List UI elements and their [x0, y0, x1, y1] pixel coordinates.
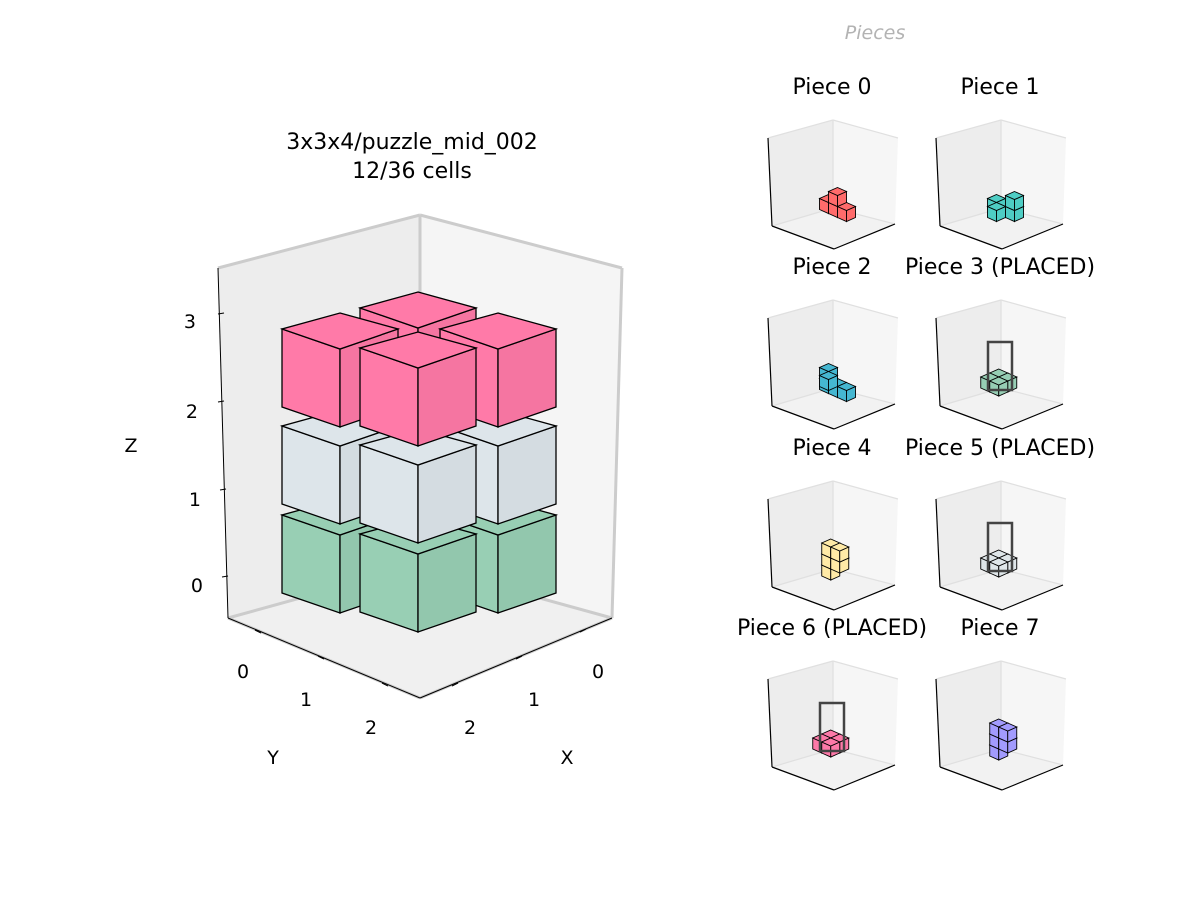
piece-thumbnail-1[interactable]	[926, 118, 1076, 268]
z-axis-line	[217, 267, 229, 619]
thumb-frame	[767, 480, 899, 588]
thumb-axes	[767, 678, 896, 791]
voxel	[820, 737, 841, 758]
placed-marker	[986, 521, 1014, 573]
piece-thumbnail-6[interactable]	[758, 659, 908, 809]
thumb-back-right-pane	[833, 661, 898, 765]
piece-thumbnail-5[interactable]	[926, 479, 1076, 629]
thumb-floor-pane	[772, 208, 895, 249]
y-tick-2: 2	[365, 717, 377, 739]
thumb-axes	[935, 137, 1064, 250]
voxel	[997, 722, 1018, 743]
thumb-floor-pane	[940, 388, 1063, 429]
y-tick-1: 1	[300, 689, 312, 711]
thumb-back-right-pane	[1001, 300, 1066, 404]
thumb-floor-pane	[772, 749, 895, 790]
piece-title-3: Piece 3 (PLACED)	[904, 255, 1096, 280]
thumb-back-left-pane	[768, 300, 833, 406]
piece-thumbnail-3[interactable]	[926, 298, 1076, 448]
y-tick-0: 0	[237, 661, 249, 683]
main-3d-plot[interactable]: 3 2 1 0 Z 0 1 2 Y 2 1 0 X	[0, 0, 700, 900]
voxel	[988, 376, 1009, 397]
z-axis-label: Z	[124, 435, 137, 457]
z-tick-0: 0	[191, 575, 203, 597]
thumb-back-left-pane	[936, 120, 1001, 226]
z-tick-1: 1	[189, 489, 201, 511]
voxel	[988, 557, 1009, 578]
piece-title-6: Piece 6 (PLACED)	[736, 616, 928, 641]
thumb-floor-pane	[940, 749, 1063, 790]
voxel	[1004, 191, 1025, 212]
piece-title-7: Piece 7	[960, 616, 1040, 641]
piece-title-2: Piece 2	[792, 255, 872, 280]
pieces-header: Pieces	[844, 22, 906, 44]
x-tick-marks	[451, 628, 587, 687]
thumb-axes	[935, 498, 1064, 611]
thumb-floor-pane	[940, 569, 1063, 610]
cube-layer-2-front	[357, 428, 479, 544]
piece-thumbnail-7[interactable]	[926, 659, 1076, 809]
z-tick-2: 2	[186, 401, 198, 423]
puzzle-name: 3x3x4/puzzle_mid_002	[286, 130, 538, 155]
z-tick-3: 3	[184, 311, 196, 333]
piece-title-5: Piece 5 (PLACED)	[904, 436, 1096, 461]
thumb-back-right-pane	[1001, 481, 1066, 585]
piece-title-4: Piece 4	[792, 436, 872, 461]
cube-layer-3-front	[357, 331, 479, 447]
piece-thumbnail-0[interactable]	[758, 118, 908, 268]
thumb-back-right-pane	[833, 300, 898, 404]
x-tick-0: 0	[592, 661, 604, 683]
z-tick-marks	[217, 312, 229, 578]
piece-thumbnail-2[interactable]	[758, 298, 908, 448]
thumb-back-right-pane	[833, 481, 898, 585]
x-tick-1: 1	[528, 689, 540, 711]
voxel	[818, 371, 839, 392]
thumb-back-right-pane	[833, 120, 898, 224]
voxel	[827, 187, 848, 208]
thumb-floor-pane	[772, 388, 895, 429]
placed-marker	[818, 701, 846, 753]
y-axis-label: Y	[266, 747, 279, 769]
thumb-back-left-pane	[768, 481, 833, 587]
thumb-axes	[767, 498, 896, 611]
thumb-axes	[767, 137, 896, 250]
thumb-floor-pane	[940, 208, 1063, 249]
piece-title-1: Piece 1	[960, 75, 1040, 100]
placed-cubes	[279, 291, 559, 633]
x-axis-line	[419, 617, 613, 699]
y-tick-marks	[254, 629, 389, 687]
piece-title-0: Piece 0	[792, 75, 872, 100]
voxel	[836, 202, 857, 223]
x-tick-2: 2	[464, 717, 476, 739]
main-plot-title: 3x3x4/puzzle_mid_002 12/36 cells	[212, 128, 612, 186]
voxel	[986, 202, 1007, 223]
cell-count: 12/36 cells	[352, 159, 472, 184]
voxel	[836, 382, 857, 403]
voxel	[829, 542, 850, 563]
thumb-back-left-pane	[768, 120, 833, 226]
thumb-back-right-pane	[1001, 661, 1066, 765]
thumb-axes	[935, 317, 1064, 430]
thumb-floor-pane	[772, 569, 895, 610]
piece-thumbnail-4[interactable]	[758, 479, 908, 629]
placed-marker	[986, 340, 1014, 392]
thumb-back-left-pane	[936, 661, 1001, 767]
x-axis-label: X	[560, 747, 573, 769]
y-axis-line	[227, 617, 421, 699]
thumb-axes	[767, 317, 896, 430]
thumb-axes	[935, 678, 1064, 791]
